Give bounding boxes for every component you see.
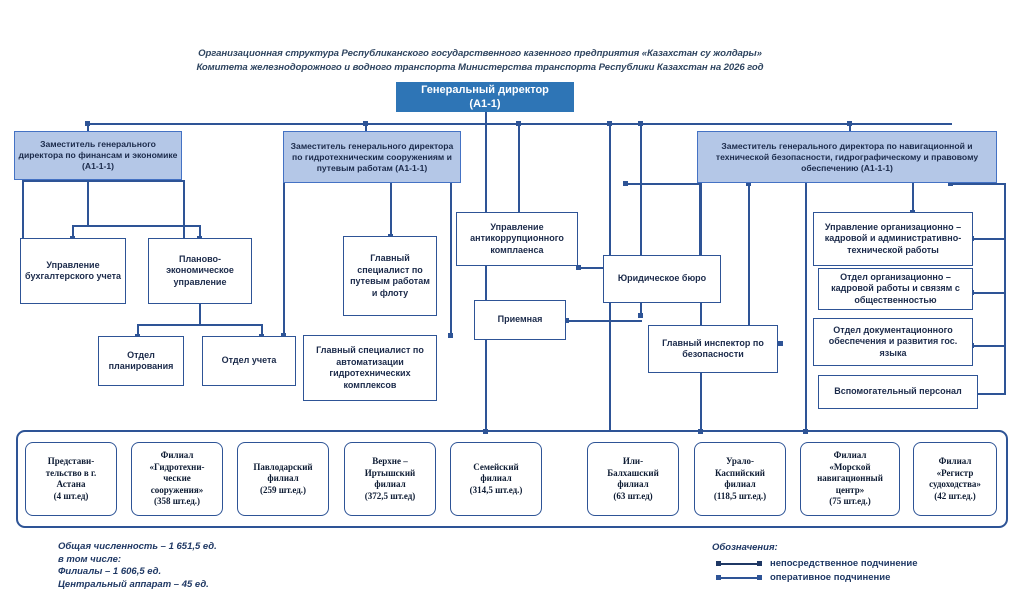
connector-deputy1-upper-stem bbox=[87, 180, 89, 225]
box-deputy-navigation[interactable]: Заместитель генерального директора по на… bbox=[697, 131, 997, 183]
connector-deputy3-to-hr bbox=[912, 183, 914, 212]
connector-branch-drop-mid bbox=[700, 183, 702, 431]
branch-semey[interactable]: Семейский филиал (314,5 шт.ед.) bbox=[450, 442, 542, 516]
connector-right-spine bbox=[1004, 183, 1006, 395]
connector-pe-down bbox=[199, 304, 201, 324]
connector-reception-arm bbox=[566, 320, 642, 322]
branch-verkhne-irtysh[interactable]: Верхне – Иртышский филиал (372,5 шт.ед) bbox=[344, 442, 436, 516]
footer-central-headcount: Центральный аппарат – 45 ед. bbox=[58, 578, 209, 590]
branch-pavlodar[interactable]: Павлодарский филиал (259 шт.ед.) bbox=[237, 442, 329, 516]
box-planning-economic-department[interactable]: Планово-экономическое управление bbox=[148, 238, 252, 304]
connector-deputy1-spread bbox=[22, 180, 185, 182]
connector-dot-inspector bbox=[778, 341, 783, 346]
box-documentation-state-language-department[interactable]: Отдел документационного обеспечения и ра… bbox=[813, 318, 973, 366]
connector-deputy2-stem-left bbox=[283, 180, 285, 335]
connector-dot-reception-arm bbox=[564, 318, 569, 323]
footer-totals: Общая численность – 1 651,5 ед. в том чи… bbox=[58, 541, 217, 591]
legend-row-direct: непосредственное подчинение bbox=[712, 557, 918, 571]
box-deputy-finance[interactable]: Заместитель генерального директора по фи… bbox=[14, 131, 182, 180]
connector-dot-anticorruption-arm bbox=[576, 265, 581, 270]
connector-right-arm-2 bbox=[971, 292, 1006, 294]
box-chief-specialist-automation[interactable]: Главный специалист по автоматизации гидр… bbox=[303, 335, 437, 401]
connector-deputy2-stem-mid bbox=[390, 180, 392, 236]
footer-including-label: в том числе: bbox=[58, 553, 122, 565]
legend-label-operational: оперативное подчинение bbox=[770, 572, 891, 583]
connector-right-arm-1 bbox=[971, 238, 1006, 240]
connector-dot-branch-drop-left bbox=[483, 429, 488, 434]
box-legal-bureau[interactable]: Юридическое бюро bbox=[603, 255, 721, 303]
legend: Обозначения: непосредственное подчинение… bbox=[712, 541, 918, 585]
box-support-staff[interactable]: Вспомогательный персонал bbox=[818, 375, 978, 409]
connector-pe-bus bbox=[137, 324, 263, 326]
connector-to-planning-economic bbox=[199, 225, 201, 238]
connector-dot-right-spine-top bbox=[948, 181, 953, 186]
box-chief-safety-inspector[interactable]: Главный инспектор по безопасности bbox=[648, 325, 778, 373]
branch-ili-balkhash[interactable]: Или- Балхашский филиал (63 шт.ед) bbox=[587, 442, 679, 516]
box-general-director[interactable]: Генеральный директор (А1-1) bbox=[396, 82, 574, 112]
connector-dot-legal-top bbox=[607, 121, 612, 126]
footer-branches-headcount: Филиалы – 1 606,5 ед. bbox=[58, 566, 162, 578]
box-hr-administrative-management[interactable]: Управление организационно – кадровой и а… bbox=[813, 212, 973, 266]
connector-dot-inspector-corner bbox=[746, 181, 751, 186]
connector-bus-to-deputy-1 bbox=[87, 123, 89, 133]
footer-total-headcount: Общая численность – 1 651,5 ед. bbox=[58, 541, 217, 552]
connector-dot-chief-spec-automation-2 bbox=[448, 333, 453, 338]
connector-dot-branch-drop-right bbox=[803, 429, 808, 434]
title-line-1: Организационная структура Республиканско… bbox=[198, 48, 762, 59]
connector-pe-to-planning-dept bbox=[137, 324, 139, 336]
connector-bus-to-deputy-2 bbox=[365, 123, 367, 133]
box-chief-specialist-track-fleet[interactable]: Главный специалист по путевым работам и … bbox=[343, 236, 437, 316]
title-line-2: Комитета железнодорожного и водного тран… bbox=[196, 62, 764, 73]
box-planning-division[interactable]: Отдел планирования bbox=[98, 336, 184, 386]
connector-deputy3-left-arm bbox=[625, 183, 701, 185]
connector-right-arm-4 bbox=[971, 393, 1006, 395]
connector-deputy2-stem-right bbox=[450, 180, 452, 335]
branch-marine-navigation-center[interactable]: Филиал «Морской навигационный центр» (75… bbox=[800, 442, 900, 516]
connector-deputy3-inspector-spine bbox=[748, 183, 750, 343]
branch-shipping-register[interactable]: Филиал «Регистр судоходства» (42 шт.ед.) bbox=[913, 442, 997, 516]
legend-line-operational-icon bbox=[716, 575, 762, 581]
connector-pe-to-accounting-dept bbox=[261, 324, 263, 336]
connector-bus-to-reception bbox=[640, 123, 642, 315]
box-reception[interactable]: Приемная bbox=[474, 300, 566, 340]
connector-branch-drop-right bbox=[805, 183, 807, 431]
legend-label-direct: непосредственное подчинение bbox=[770, 558, 918, 569]
connector-deputy1-down-left bbox=[22, 180, 24, 238]
branch-representation-astana[interactable]: Представи- тельство в г. Астана (4 шт.ед… bbox=[25, 442, 117, 516]
connector-bus-to-anticorruption bbox=[518, 123, 520, 212]
connector-dot-reception-corner bbox=[638, 313, 643, 318]
box-anticorruption-compliance[interactable]: Управление антикоррупционного комплаенса bbox=[456, 212, 578, 266]
box-accounting-department[interactable]: Управление бухгалтерского учета bbox=[20, 238, 126, 304]
box-accounting-division[interactable]: Отдел учета bbox=[202, 336, 296, 386]
connector-dot-deputy-3 bbox=[847, 121, 852, 126]
connector-to-accounting bbox=[72, 225, 74, 238]
connector-bus-to-deputy-3 bbox=[849, 123, 851, 133]
connector-dot-deputy-1 bbox=[85, 121, 90, 126]
branch-uralo-kaspiy[interactable]: Урало- Каспийский филиал (118,5 шт.ед.) bbox=[694, 442, 786, 516]
connector-deputy3-left-spine bbox=[699, 183, 701, 270]
connector-deputy1-down-right bbox=[183, 180, 185, 238]
connector-dot-reception-top bbox=[638, 121, 643, 126]
legend-title: Обозначения: bbox=[712, 542, 778, 553]
legend-row-operational: оперативное подчинение bbox=[712, 571, 918, 585]
connector-branch-drop-left bbox=[485, 123, 487, 431]
branch-hydrotechnical-structures[interactable]: Филиал «Гидротехни- ческие сооружения» (… bbox=[131, 442, 223, 516]
connector-right-arm-3 bbox=[971, 345, 1006, 347]
connector-dot-anticorruption bbox=[516, 121, 521, 126]
connector-gd-stem bbox=[485, 111, 487, 124]
connector-right-spine-top bbox=[950, 183, 1006, 185]
connector-deputy1-upper-bus bbox=[72, 225, 201, 227]
legend-line-direct-icon bbox=[716, 561, 762, 567]
page-title: Организационная структура Республиканско… bbox=[150, 47, 810, 75]
connector-dot-branch-drop-mid bbox=[698, 429, 703, 434]
box-hr-public-relations-department[interactable]: Отдел организационно – кадровой работы и… bbox=[818, 268, 973, 310]
connector-dot-deputy-2 bbox=[363, 121, 368, 126]
connector-dot-deputy3-left-arm bbox=[623, 181, 628, 186]
connector-dot-chief-spec-automation bbox=[281, 333, 286, 338]
box-deputy-hydro[interactable]: Заместитель генерального директора по ги… bbox=[283, 131, 461, 183]
